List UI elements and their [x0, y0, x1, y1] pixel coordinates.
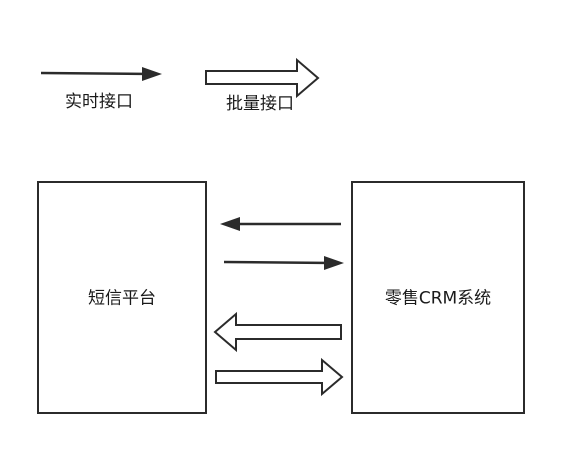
legend-realtime-label: 实时接口 — [65, 92, 133, 112]
realtime-arrow-to-sms — [220, 217, 341, 231]
legend-realtime-arrow — [40, 67, 162, 81]
realtime-arrow-to-crm — [223, 256, 344, 270]
retail-crm-label: 零售CRM系统 — [384, 288, 492, 309]
sms-platform-label: 短信平台 — [88, 288, 156, 309]
sms-platform-box — [37, 181, 207, 414]
batch-arrow-to-sms — [213, 311, 342, 353]
legend-batch-label: 批量接口 — [226, 94, 294, 114]
batch-arrow-to-crm — [215, 357, 344, 397]
legend-batch-arrow — [205, 57, 320, 99]
retail-crm-box — [351, 181, 525, 414]
